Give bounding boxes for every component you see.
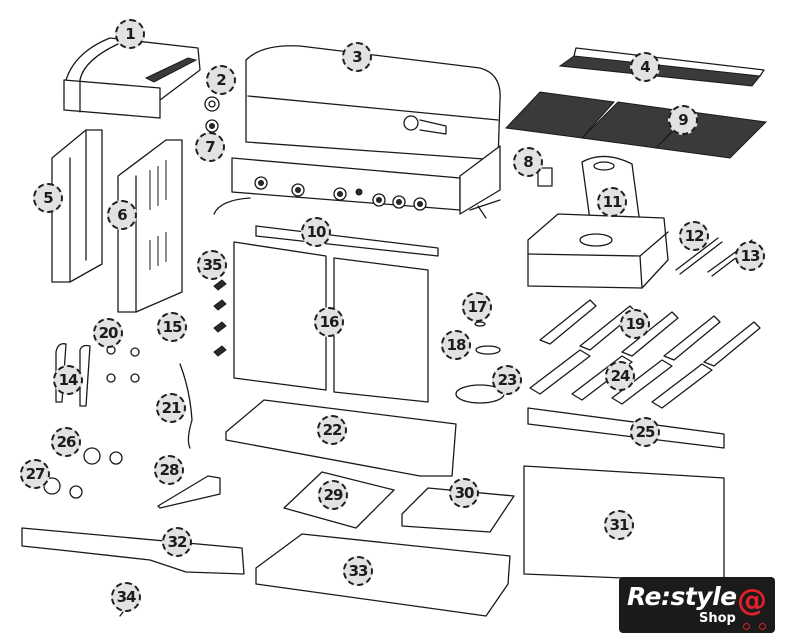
part-28-holder [157, 475, 221, 509]
part-1-side-cover [63, 37, 201, 119]
part-label[interactable]: 25 [630, 417, 660, 447]
part-label[interactable]: 28 [154, 455, 184, 485]
part-label[interactable]: 20 [93, 318, 123, 348]
part-8-bracket [537, 167, 553, 187]
part-label[interactable]: 34 [111, 582, 141, 612]
part-label[interactable]: 24 [605, 361, 635, 391]
part-2-knob [204, 96, 220, 112]
part-20-nuts [106, 345, 140, 383]
part-label[interactable]: 23 [492, 365, 522, 395]
part-label[interactable]: 11 [597, 187, 627, 217]
part-label[interactable]: 15 [157, 312, 187, 342]
part-label[interactable]: 19 [620, 309, 650, 339]
part-label[interactable]: 12 [679, 221, 709, 251]
part-5-left-side-panel [51, 129, 103, 283]
part-32-front-rail [21, 527, 245, 575]
part-label[interactable]: 16 [314, 307, 344, 337]
part-label[interactable]: 30 [449, 478, 479, 508]
part-label[interactable]: 35 [197, 250, 227, 280]
part-19-heat-tents [539, 299, 761, 367]
part-26-casters [83, 447, 123, 465]
part-21-hose [179, 363, 193, 449]
part-label[interactable]: 21 [156, 393, 186, 423]
cart-wheel-icon [743, 623, 750, 630]
part-label[interactable]: 29 [318, 480, 348, 510]
part-label[interactable]: 6 [107, 200, 137, 230]
logo-sub-text: Shop [699, 611, 736, 626]
logo-brand-text: Re:style [627, 582, 737, 611]
part-label[interactable]: 14 [53, 365, 83, 395]
part-label[interactable]: 13 [735, 241, 765, 271]
part-label[interactable]: 32 [162, 527, 192, 557]
part-27-casters [43, 477, 83, 499]
part-25-rear-panel [527, 407, 725, 449]
part-4-warming-rack [558, 47, 765, 87]
part-label[interactable]: 9 [668, 105, 698, 135]
part-label[interactable]: 1 [115, 19, 145, 49]
part-3-hood [213, 45, 501, 219]
part-35-valves [213, 279, 227, 357]
cart-at-icon: @ [737, 583, 767, 618]
part-6-right-side-panel [117, 139, 183, 313]
part-label[interactable]: 4 [630, 52, 660, 82]
part-30-grease-cup [401, 487, 515, 533]
part-label[interactable]: 3 [342, 42, 372, 72]
part-label[interactable]: 7 [195, 132, 225, 162]
part-label[interactable]: 33 [343, 556, 373, 586]
part-label[interactable]: 26 [51, 427, 81, 457]
part-label[interactable]: 18 [441, 330, 471, 360]
part-17-cap [474, 321, 486, 327]
part-label[interactable]: 31 [604, 510, 634, 540]
part-label[interactable]: 10 [301, 217, 331, 247]
part-label[interactable]: 2 [206, 65, 236, 95]
part-33-bottom-shelf [255, 533, 511, 617]
part-18-ring [475, 345, 501, 355]
part-label[interactable]: 5 [33, 183, 63, 213]
part-label[interactable]: 8 [513, 147, 543, 177]
restyle-shop-logo[interactable]: Re:style Shop @ [619, 577, 775, 633]
part-7-bezel [205, 119, 219, 133]
part-label[interactable]: 27 [20, 459, 50, 489]
part-label[interactable]: 17 [462, 292, 492, 322]
part-9-cooking-grates [504, 91, 768, 159]
part-label[interactable]: 22 [317, 415, 347, 445]
part-16-doors [233, 241, 429, 403]
cart-wheel-icon [759, 623, 766, 630]
part-12-rail [675, 237, 723, 275]
part-24-flame-tamers [529, 349, 713, 409]
